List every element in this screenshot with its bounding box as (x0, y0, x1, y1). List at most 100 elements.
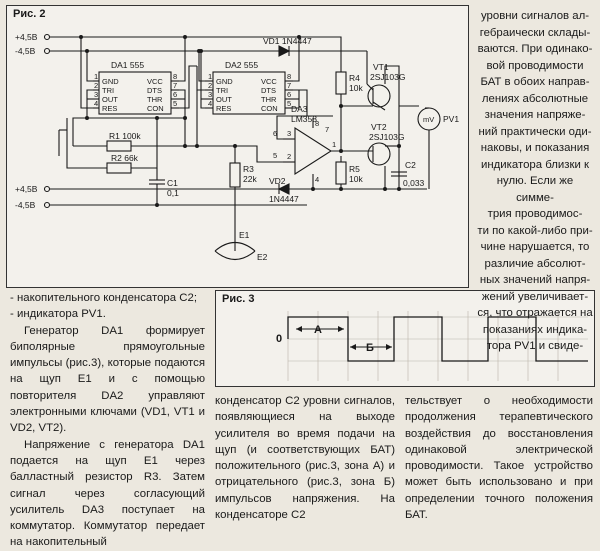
da1-num-6: 6 (173, 90, 177, 99)
da1-label: DA1 555 (111, 60, 144, 70)
da3-pin-4: 4 (315, 175, 319, 184)
da2-label: DA2 555 (225, 60, 258, 70)
c2-value: 0,033 (403, 178, 425, 188)
vd1-label: VD1 1N4447 (263, 36, 312, 46)
r5-name: R5 (349, 164, 360, 174)
da2-pin-dts: DTS (261, 86, 276, 95)
text-line: ных значений напря- (479, 274, 591, 286)
text-line: ти по какой-либо при- (477, 224, 593, 237)
rail-plus-bottom: +4,5В (15, 184, 38, 194)
text-line: вой проводимости (486, 59, 584, 72)
text-line: трия проводимос- (487, 208, 583, 220)
text-line: ний практически оди- (478, 125, 592, 138)
paragraph-generator: Генератор DA1 формирует биполярные прямо… (10, 324, 205, 435)
da2-num-6: 6 (287, 90, 291, 99)
vt2-type: 2SJ103G (369, 132, 404, 142)
text-line: уровни сигналов ал- (480, 10, 590, 22)
vt2-name: VT2 (371, 122, 387, 132)
text-column-right: тельствует о необходимости продолжения т… (405, 393, 593, 523)
text-line: индикатора близки к (481, 158, 589, 171)
e1-label: E1 (239, 230, 250, 240)
r5-value: 10k (349, 174, 363, 184)
da3-type-label: LM358 (291, 114, 317, 124)
da3-pin-7: 7 (325, 125, 329, 134)
r3-value: 22k (243, 174, 257, 184)
da1-pin-tri: TRI (102, 86, 114, 95)
pv1-mv: mV (423, 115, 434, 124)
c1-name: C1 (167, 178, 178, 188)
paragraph-right: тельствует о необходимости продолжения т… (405, 395, 593, 522)
c2-name: C2 (405, 160, 416, 170)
zone-b-label: Б (366, 342, 374, 354)
text-line: различие абсолют- (484, 257, 586, 270)
waveform-zero-label: 0 (276, 333, 282, 345)
text-line: тора PV1 и свиде- (486, 340, 584, 352)
da2-num-8: 8 (287, 72, 291, 81)
text-column-right-top: уровни сигналов ал-гебраически склады-ва… (477, 8, 593, 355)
figure-3-label: Рис. 3 (222, 293, 255, 305)
da2-num-7: 7 (287, 81, 291, 90)
r3-name: R3 (243, 164, 254, 174)
text-line: жений увеличивает- (481, 290, 589, 303)
text-line: показаниях индика- (482, 323, 588, 336)
da2-num-4: 4 (208, 99, 212, 108)
text-line: наковы, и показания (480, 142, 590, 154)
da2-num-2: 2 (208, 81, 212, 90)
da1-num-8: 8 (173, 72, 177, 81)
da1-num-1: 1 (94, 72, 98, 81)
text-line: БАТ в обоих направ- (480, 76, 590, 88)
da1-num-4: 4 (94, 99, 98, 108)
da2-pin-gnd: GND (216, 77, 233, 86)
da1-pin-con: CON (147, 104, 164, 113)
da1-pin-out: OUT (102, 95, 118, 104)
paragraph-c2: - накопительного конденсатора C2; (10, 292, 197, 304)
figure-3-waveform: 0 А Б Рис. 3 (215, 290, 595, 387)
e2-label: E2 (257, 252, 268, 262)
text-line: значения напряже- (484, 109, 586, 121)
da1-pin-dts: DTS (147, 86, 162, 95)
da2-pin-con: CON (261, 104, 278, 113)
da1-pin-res: RES (102, 104, 117, 113)
da1-pin-thr: THR (147, 95, 163, 104)
da2-num-1: 1 (208, 72, 212, 81)
da1-num-7: 7 (173, 81, 177, 90)
waveform-svg: 0 А Б (276, 311, 588, 381)
text-column-left: - накопительного конденсатора C2; - инди… (10, 290, 205, 551)
text-column-middle: конденсатор C2 уровни сигналов, появляющ… (215, 393, 395, 523)
rail-minus-bottom: -4,5В (15, 200, 36, 210)
da1-num-2: 2 (94, 81, 98, 90)
text-line: нулю. Если же симме- (496, 175, 574, 204)
vd2-label: VD2 (269, 176, 286, 186)
text-line: чине нарушается, то (480, 241, 590, 253)
da3-label: DA3 (291, 104, 308, 114)
vd2-part-label: 1N4447 (269, 194, 299, 204)
da3-pin-8: 8 (315, 119, 319, 128)
da1-pin-vcc: VCC (147, 77, 163, 86)
da3-pin-out: 1 (332, 140, 336, 149)
figure-2-label: Рис. 2 (13, 8, 46, 20)
r1-label: R1 100k (109, 131, 141, 141)
zone-a-label: А (314, 324, 322, 336)
da2-pin-tri: TRI (216, 86, 228, 95)
da1-pin-gnd: GND (102, 77, 119, 86)
paragraph-pv1: - индикатора PV1. (10, 308, 106, 321)
r2-label: R2 66k (111, 153, 139, 163)
text-line: ся, что отражается на (477, 307, 593, 319)
schematic-svg: +4,5В -4,5В +4,5В -4,5В DA1 555 DA2 555 … (15, 32, 459, 262)
rail-plus-top: +4,5В (15, 32, 38, 42)
paragraph-middle: конденсатор C2 уровни сигналов, появляющ… (215, 395, 395, 522)
da2-num-5: 5 (287, 99, 291, 108)
da3-pin-6: 6 (273, 129, 277, 138)
figure-2-schematic: +4,5В -4,5В +4,5В -4,5В DA1 555 DA2 555 … (6, 5, 469, 288)
da3-pin-plus: 3 (287, 129, 291, 138)
rail-minus-top: -4,5В (15, 46, 36, 56)
da1-num-5: 5 (173, 99, 177, 108)
r4-value: 10k (349, 83, 363, 93)
text-line: ваются. При одинако- (477, 43, 593, 55)
vt1-name: VT1 (373, 62, 389, 72)
da2-pin-thr: THR (261, 95, 277, 104)
da1-num-3: 3 (94, 90, 98, 99)
vt1-type: 2SJ103G (370, 72, 405, 82)
text-line: лениях абсолютные (481, 92, 589, 105)
da3-pin-minus: 2 (287, 152, 291, 161)
